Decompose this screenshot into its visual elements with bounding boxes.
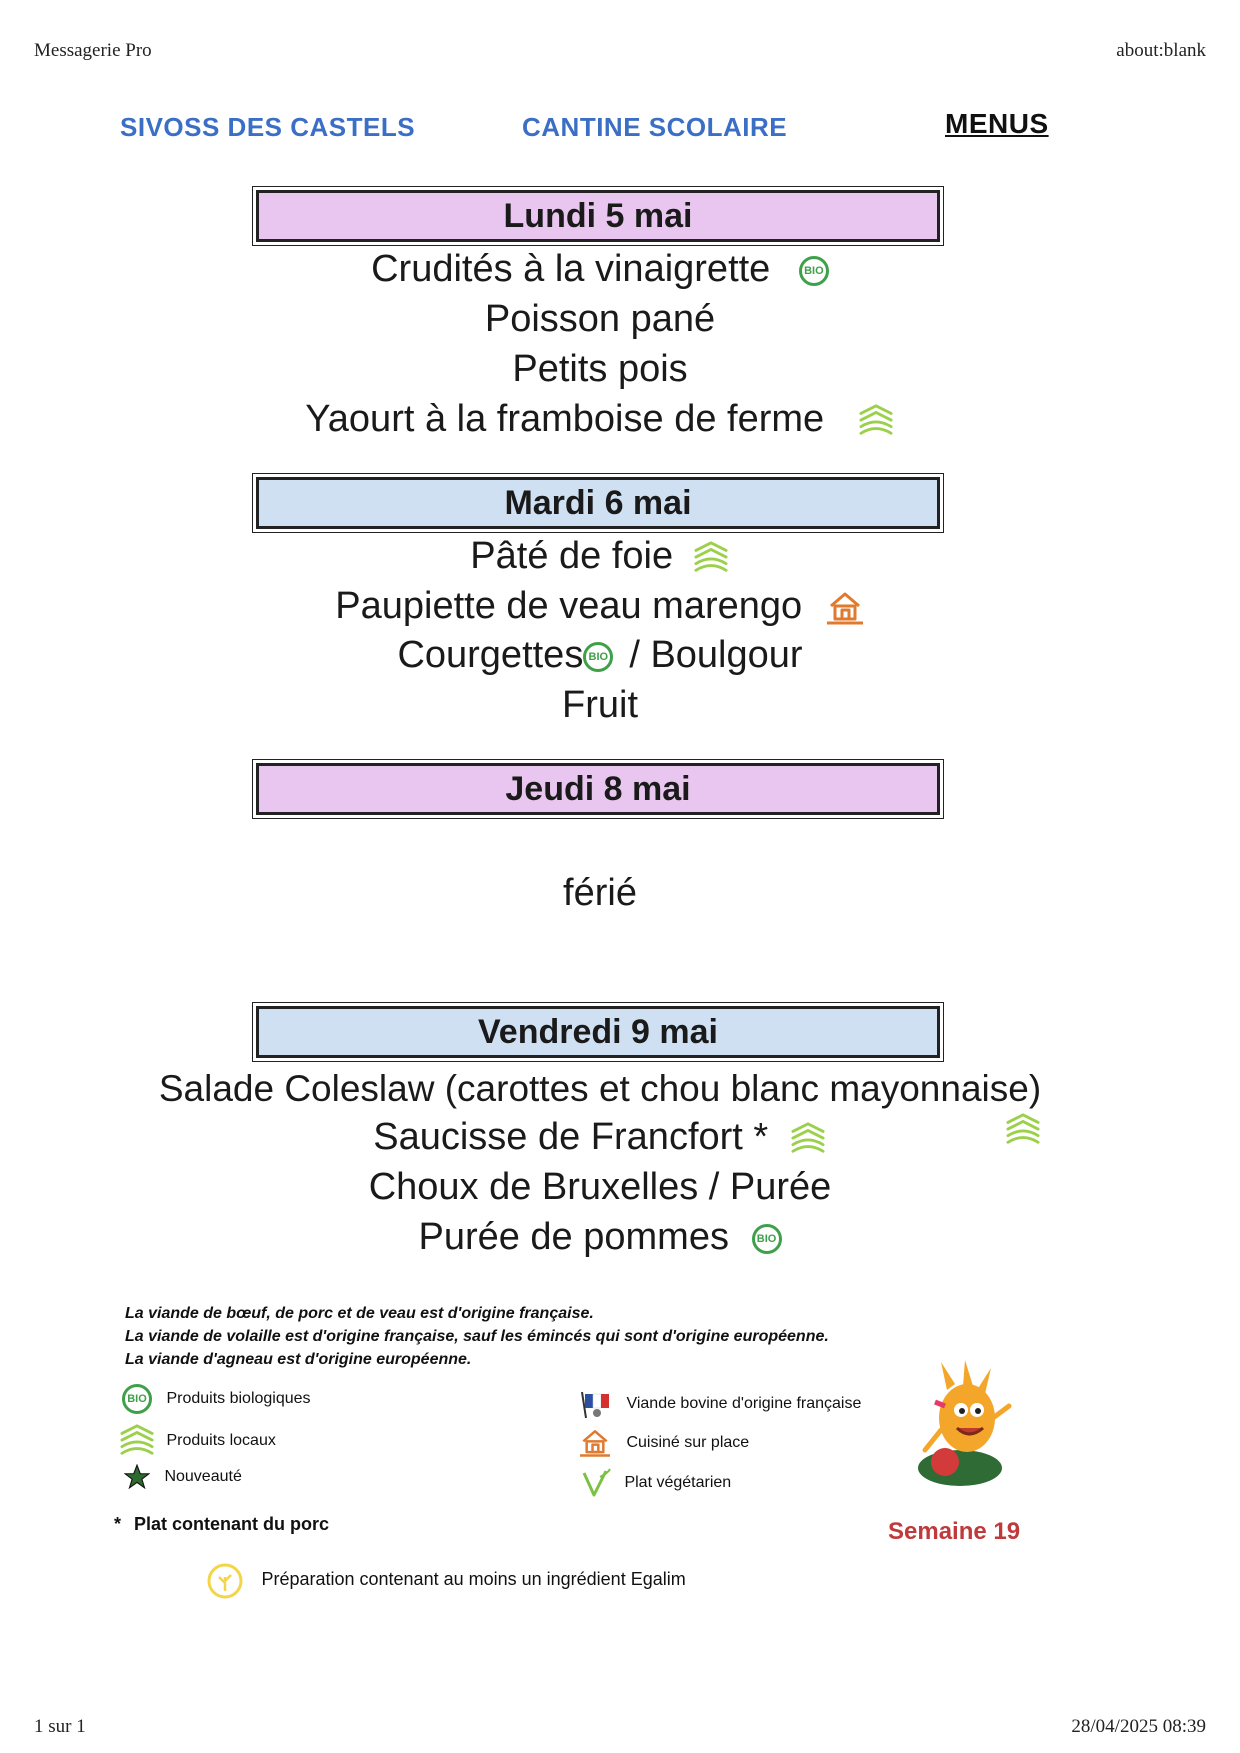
egalim-label: Préparation contenant au moins un ingréd… (261, 1569, 686, 1590)
legend-bio: BIO Produits biologiques (122, 1384, 311, 1414)
leaf-icon (207, 1563, 243, 1599)
dish-puree-pommes: Purée de pommes BIO (0, 1216, 1200, 1259)
legend-label: Plat végétarien (624, 1474, 732, 1492)
dish-paupiette: Paupiette de veau marengo (0, 585, 1200, 628)
house-icon (825, 590, 865, 626)
org-name: SIVOSS DES CASTELS (120, 112, 416, 142)
origin-note: La viande d'agneau est d'origine europée… (125, 1351, 472, 1368)
dish-fruit: Fruit (562, 684, 638, 726)
dish-label: Paupiette de veau marengo (335, 585, 803, 627)
dish-choux: Choux de Bruxelles / Purée (368, 1166, 832, 1208)
local-product-icon (118, 1424, 156, 1458)
legend-veg: Plat végétarien (580, 1467, 731, 1499)
mascot-icon (918, 1360, 1012, 1486)
page-title: MENUS (945, 108, 1049, 139)
legend-label: Produits biologiques (166, 1390, 311, 1408)
day-header-mardi: Mardi 6 mai (252, 473, 944, 533)
dish-label: Courgettes (397, 634, 584, 676)
dish-label: Purée de pommes (418, 1216, 729, 1258)
dish-crudites: Crudités à la vinaigrette BIO (0, 248, 1200, 291)
dish-label: Saucisse de Francfort * (373, 1116, 769, 1158)
vegetarian-icon (582, 1468, 611, 1497)
local-product-icon (1004, 1113, 1042, 1147)
legend-new: Nouveauté (124, 1464, 242, 1490)
legend-label: Nouveauté (164, 1468, 242, 1486)
legend-onsite: Cuisiné sur place (578, 1428, 749, 1458)
pork-note: * Plat contenant du porc (114, 1514, 329, 1535)
print-header-left: Messagerie Pro (34, 40, 152, 61)
dish-yaourt: Yaourt à la framboise de ferme (0, 398, 1200, 441)
local-product-icon (692, 541, 730, 575)
legend-label: Viande bovine d'origine française (626, 1395, 862, 1413)
dish-label: Yaourt à la framboise de ferme (305, 398, 825, 440)
house-icon (578, 1428, 612, 1458)
legend-local: Produits locaux (118, 1424, 276, 1458)
origin-note: La viande de volaille est d'origine fran… (125, 1328, 829, 1345)
dish-label: Pâté de foie (470, 535, 674, 577)
dish-coleslaw: Salade Coleslaw (carottes et chou blanc … (158, 1068, 1042, 1109)
print-footer-left: 1 sur 1 (34, 1716, 86, 1737)
dish-label: / Boulgour (629, 634, 803, 676)
day-header-jeudi: Jeudi 8 mai (252, 759, 944, 819)
bio-icon: BIO (751, 1223, 782, 1254)
bio-icon: BIO (122, 1384, 152, 1414)
egalim-note: Préparation contenant au moins un ingréd… (207, 1563, 686, 1599)
legend-beef: Viande bovine d'origine française (578, 1388, 861, 1420)
dish-poisson: Poisson pané (484, 298, 716, 340)
day-header-lundi: Lundi 5 mai (252, 186, 944, 246)
print-footer-right: 28/04/2025 08:39 (1071, 1716, 1206, 1737)
local-product-icon (857, 404, 895, 438)
legend-label: Cuisiné sur place (626, 1434, 750, 1452)
local-product-icon (789, 1122, 827, 1156)
bio-icon: BIO (583, 641, 614, 672)
bio-icon: BIO (798, 255, 829, 286)
day-header-vendredi: Vendredi 9 mai (252, 1002, 944, 1062)
week-label: Semaine 19 (888, 1518, 1021, 1545)
dish-pate: Pâté de foie (0, 535, 1200, 578)
star-icon (124, 1464, 150, 1490)
pork-star: * (114, 1514, 122, 1534)
dish-label: Crudités à la vinaigrette (371, 248, 771, 290)
print-header-right: about:blank (1116, 40, 1206, 61)
dish-saucisse: Saucisse de Francfort * (0, 1116, 1200, 1159)
dish-petits-pois: Petits pois (512, 348, 688, 390)
flag-icon (581, 1391, 609, 1419)
pork-note-label: Plat contenant du porc (134, 1514, 330, 1534)
service-name: CANTINE SCOLAIRE (522, 112, 788, 142)
origin-note: La viande de bœuf, de porc et de veau es… (125, 1305, 594, 1322)
dish-ferie: férié (563, 872, 637, 914)
legend-label: Produits locaux (166, 1432, 276, 1450)
